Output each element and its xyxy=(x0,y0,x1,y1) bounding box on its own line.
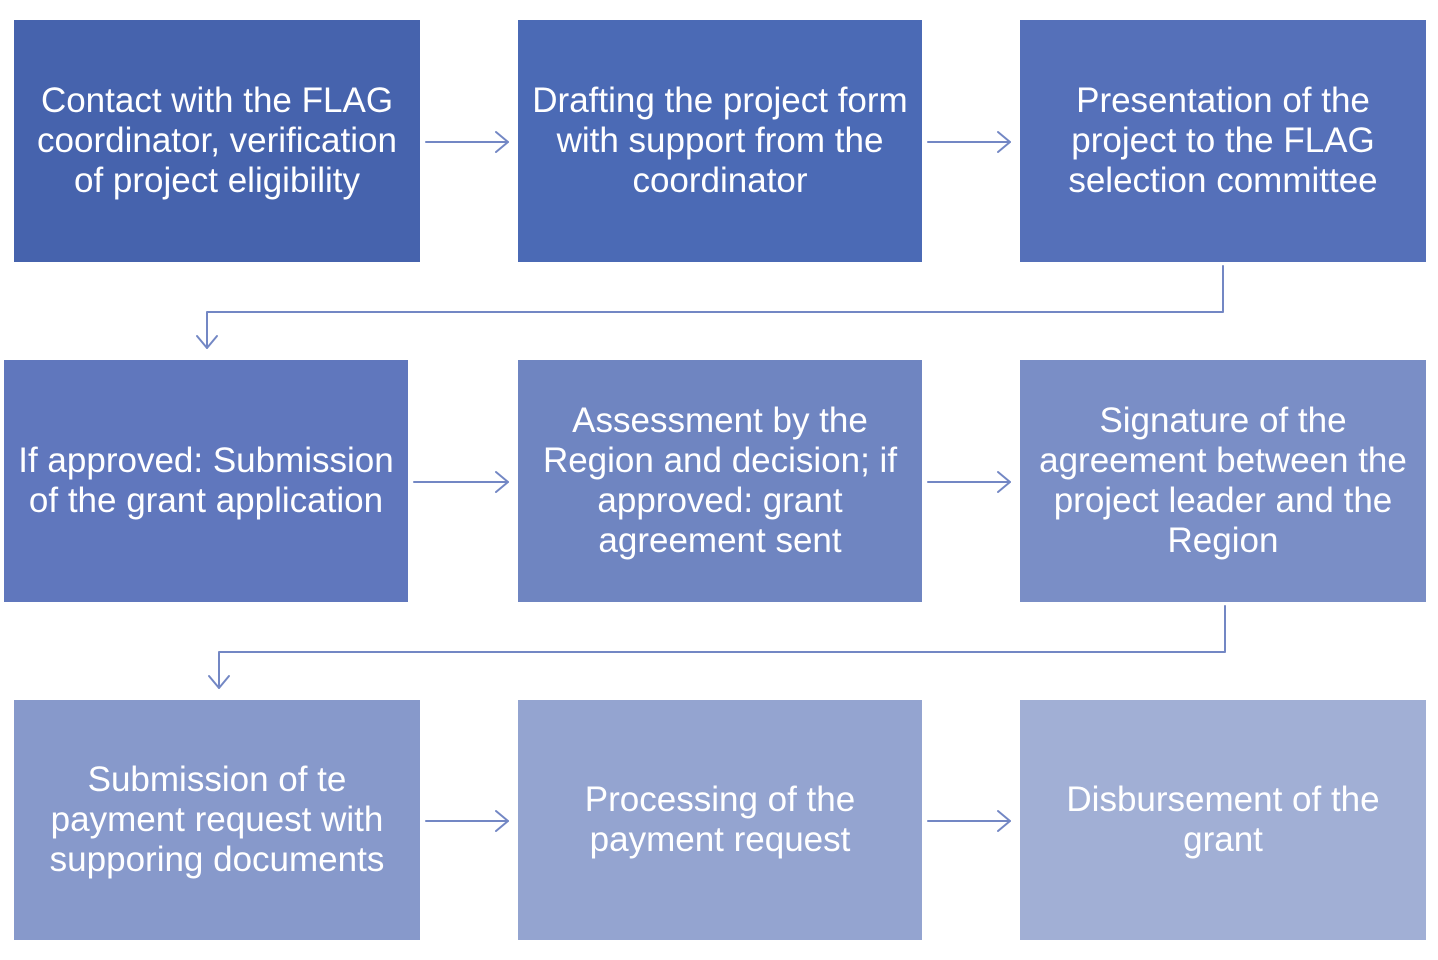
step-box-contact-coordinator: Contact with the FLAG coordinator, verif… xyxy=(14,20,420,262)
arrow-step-6-to-7 xyxy=(208,605,1226,689)
step-box-presentation-to-committee: Presentation of the project to the FLAG … xyxy=(1020,20,1426,262)
arrow-step-8-to-9 xyxy=(927,810,1011,832)
arrow-step-7-to-8 xyxy=(425,810,509,832)
step-box-grant-disbursement: Disbursement of the grant xyxy=(1020,700,1426,940)
step-label: If approved: Submission of the grant app… xyxy=(18,441,394,520)
arrow-step-4-to-5 xyxy=(413,471,509,493)
step-box-agreement-signature: Signature of the agreement between the p… xyxy=(1020,360,1426,602)
arrow-step-1-to-2 xyxy=(425,131,509,153)
step-box-region-assessment: Assessment by the Region and decision; i… xyxy=(518,360,922,602)
step-label: Assessment by the Region and decision; i… xyxy=(542,401,898,560)
step-label: Submission of te payment request with su… xyxy=(49,760,385,879)
step-box-drafting-project-form: Drafting the project form with support f… xyxy=(518,20,922,262)
step-box-grant-application: If approved: Submission of the grant app… xyxy=(4,360,408,602)
arrow-step-5-to-6 xyxy=(927,471,1011,493)
arrow-step-2-to-3 xyxy=(927,131,1011,153)
step-label: Processing of the payment request xyxy=(584,780,856,859)
step-label: Disbursement of the grant xyxy=(1066,780,1380,859)
step-box-payment-request-submission: Submission of te payment request with su… xyxy=(14,700,420,940)
step-box-payment-processing: Processing of the payment request xyxy=(518,700,922,940)
step-label: Contact with the FLAG coordinator, verif… xyxy=(37,81,397,200)
step-label: Signature of the agreement between the p… xyxy=(1039,401,1407,560)
step-label: Drafting the project form with support f… xyxy=(532,81,908,200)
arrow-step-3-to-4 xyxy=(196,265,1224,349)
step-label: Presentation of the project to the FLAG … xyxy=(1068,81,1378,200)
